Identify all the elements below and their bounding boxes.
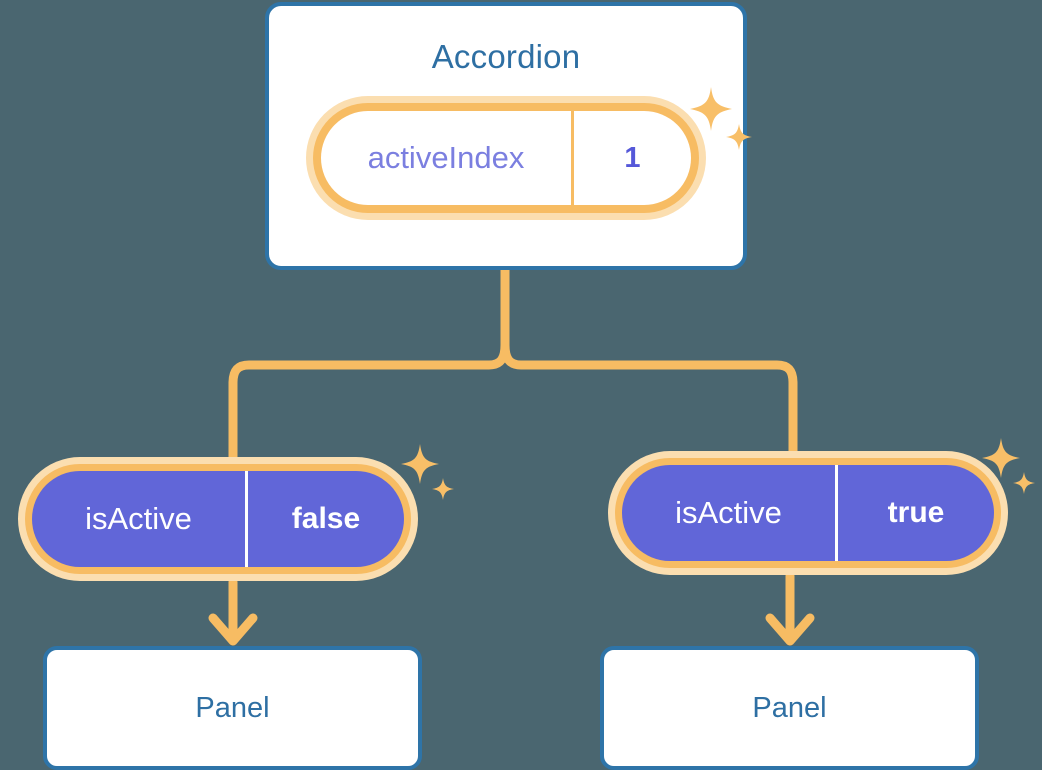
panel-card-left: Panel (43, 646, 422, 770)
state-value-label: 1 (624, 141, 641, 174)
panel-title: Panel (195, 691, 270, 724)
arrow-down-icon-right (765, 571, 815, 646)
state-key-label: isActive (675, 495, 782, 530)
state-pill-is-active-false[interactable]: isActive false (18, 457, 418, 581)
pill-body: activeIndex 1 (321, 111, 691, 205)
connector-left-branch (228, 265, 510, 467)
panel-title: Panel (752, 691, 827, 724)
pill-divider (245, 471, 248, 567)
state-pill-active-index[interactable]: activeIndex 1 (306, 96, 706, 220)
panel-card-right: Panel (600, 646, 979, 770)
state-pill-is-active-true[interactable]: isActive true (608, 451, 1008, 575)
page-title: Accordion (431, 38, 581, 75)
pill-body: isActive true (622, 465, 994, 561)
connector-right-branch (500, 265, 798, 460)
pill-divider (835, 465, 838, 561)
state-value-label: false (291, 502, 361, 535)
state-key-label: isActive (85, 501, 192, 536)
pill-body: isActive false (32, 471, 404, 567)
arrow-down-icon-left (208, 577, 258, 646)
state-key-label: activeIndex (367, 140, 525, 175)
state-value-label: true (887, 496, 945, 529)
pill-divider (571, 111, 574, 205)
